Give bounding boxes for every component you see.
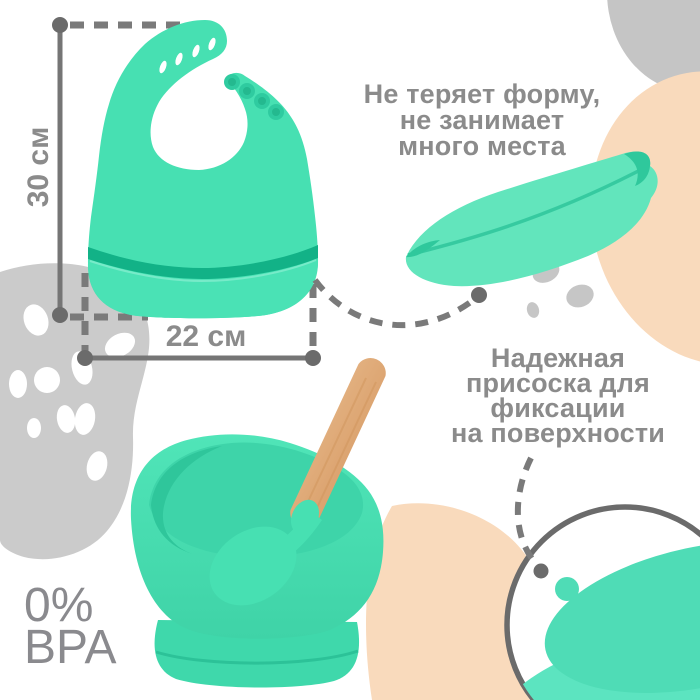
width-dimension-label: 22 см xyxy=(165,320,247,353)
rolled-bib-crease xyxy=(407,165,647,257)
bowl-underside xyxy=(544,541,700,693)
bib xyxy=(87,20,319,319)
suction-note: Надежная присоска для фиксации на поверх… xyxy=(450,343,666,448)
bib-pocket-inside xyxy=(88,245,318,280)
spoon-handle-grain xyxy=(304,377,377,513)
bowl-suction-foot xyxy=(154,620,360,688)
suction-tab xyxy=(555,577,579,601)
suction-connector-line xyxy=(514,456,549,579)
bib-buttons xyxy=(224,74,284,120)
gray-blob-dots xyxy=(9,304,136,481)
bpa-badge: 0% BPA xyxy=(24,579,117,674)
width-dimension-line xyxy=(77,273,321,366)
height-dimension-line xyxy=(52,17,197,323)
spoon-head xyxy=(209,526,297,606)
rolled-bib-flap xyxy=(624,151,651,186)
fold-connector-line xyxy=(312,278,487,329)
suction-closeup xyxy=(507,541,700,700)
bib-pocket-front xyxy=(87,258,319,319)
bib-strap-holes xyxy=(159,37,216,74)
bowl-with-spoon xyxy=(130,358,386,688)
bib-pocket-lip-highlight xyxy=(89,259,317,283)
bowl-foot-groove xyxy=(155,649,359,665)
rolled-bib xyxy=(405,151,658,287)
rolled-bib-tip-fold xyxy=(406,240,440,258)
compact-note: Не теряет форму, не занимает много места xyxy=(363,79,601,161)
peach-blob-right xyxy=(590,71,700,365)
gray-circle-blob xyxy=(607,0,700,92)
bowl-inner-shadow xyxy=(151,446,222,554)
spoon-handle xyxy=(290,358,386,528)
peach-blob-bottom xyxy=(366,503,553,700)
height-dimension-label: 30 см xyxy=(22,126,55,208)
suction-zoom xyxy=(504,504,700,700)
